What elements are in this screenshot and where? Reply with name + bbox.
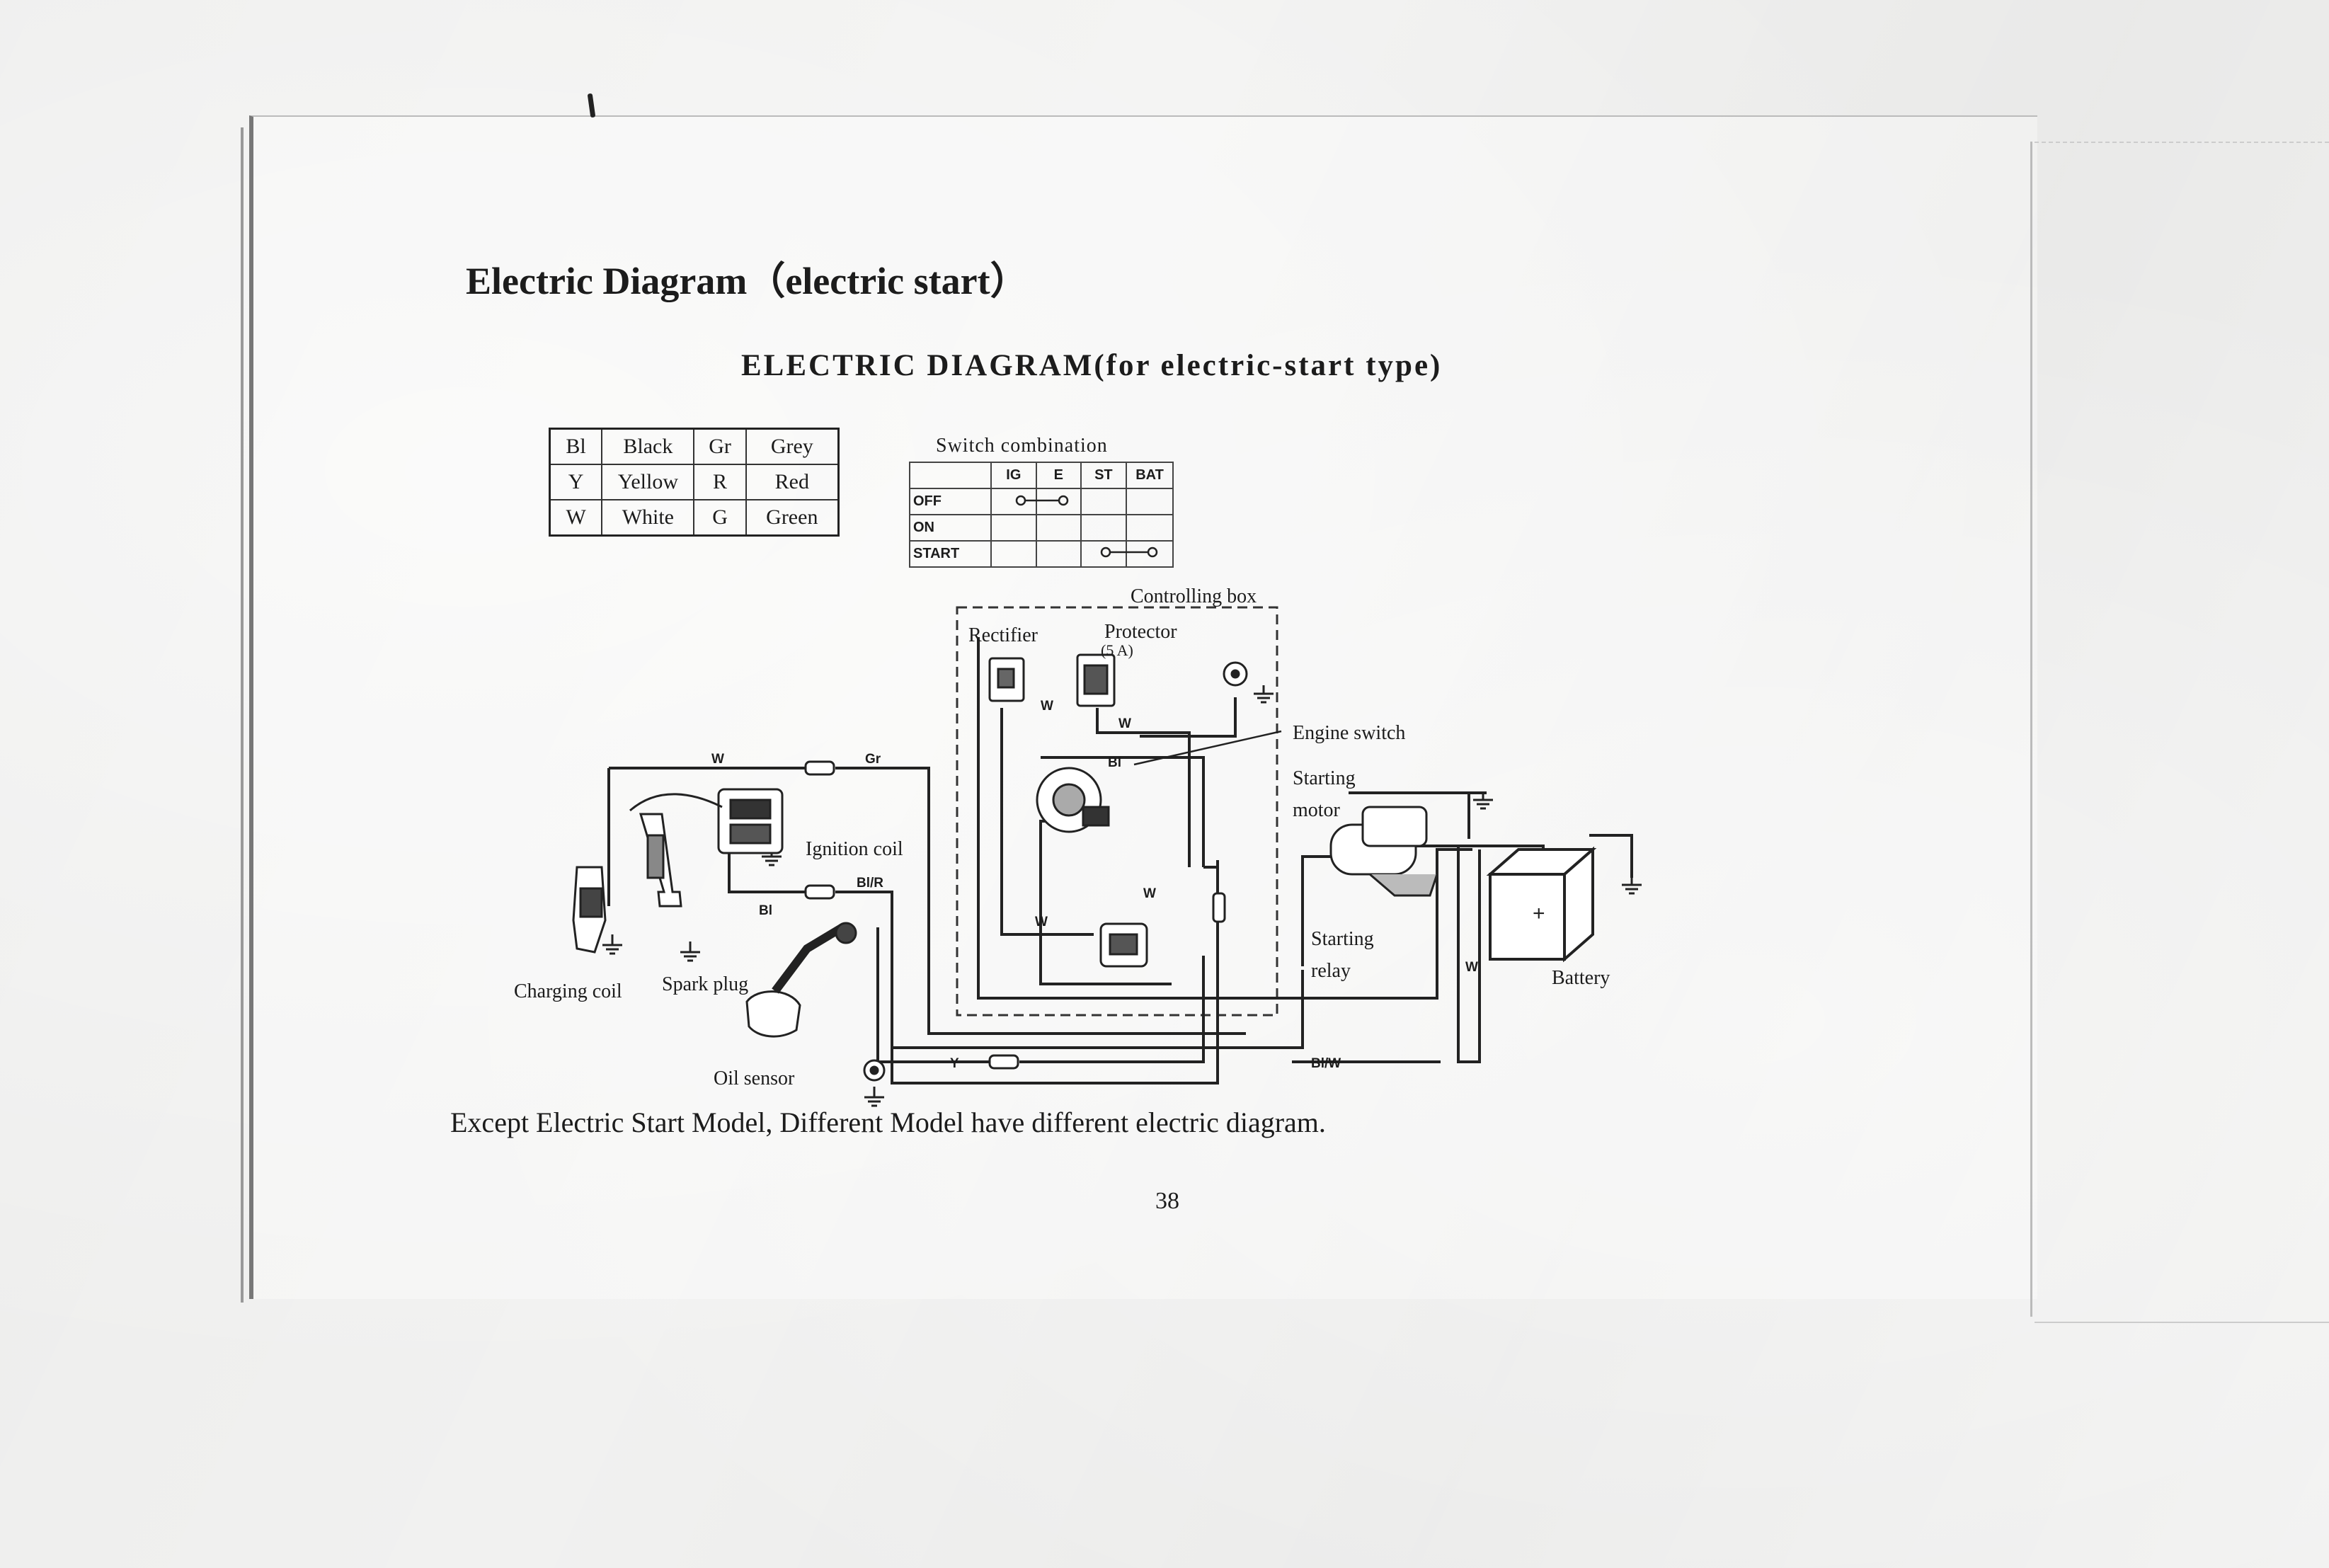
switch-cell [1126,540,1174,568]
wire-label: Gr [865,752,881,767]
charging-coil-icon [572,866,607,954]
legend-row: Y Yellow R Red [549,464,840,500]
wire-label: Bl/R [857,876,883,891]
switch-cell [990,488,1037,515]
switch-state-label: ON [909,514,992,542]
switch-cell [1126,488,1174,515]
legend-code: Y [549,464,603,500]
legend-color-name: Red [745,464,840,500]
spark-plug-label: Spark plug [662,973,748,995]
svg-text:+: + [1533,902,1545,925]
switch-cell [990,540,1037,568]
switch-header-blank [909,462,992,489]
switch-cell [990,514,1037,542]
starting-motor-label-2: motor [1293,799,1341,821]
switch-row: ON [909,514,1174,542]
wire-label: W [1118,716,1131,731]
rectifier-icon [988,657,1025,702]
wire-label: Bl [759,903,772,918]
wire-color-legend: Bl Black Gr Grey Y Yellow R Red W White … [549,428,840,537]
legend-code: G [693,499,747,537]
pointer-lines [1133,730,1282,766]
spark-plug-icon [629,793,723,908]
legend-color-name: Black [601,428,695,465]
legend-code: R [693,464,747,500]
wire-label: W [1035,915,1048,929]
legend-code: Bl [549,428,603,465]
starting-motor-label-1: Starting [1293,767,1356,789]
switch-combination-table: IG E ST BAT OFF ON START [909,462,1174,568]
legend-color-name: White [601,499,695,537]
wire-label: Bl [1108,755,1121,770]
switch-cell [1035,514,1082,542]
switch-state-label: START [909,540,992,568]
manual-page [249,115,2037,1299]
switch-cell [1080,488,1128,515]
switch-state-label: OFF [909,488,992,515]
ignition-coil-label: Ignition coil [806,838,903,860]
next-page-edge [2035,142,2329,1323]
wire-label: W [711,752,724,767]
switch-cell [1035,540,1082,568]
engine-switch-icon [1036,767,1110,833]
switch-col-header: BAT [1126,462,1174,489]
terminal-icon [1223,661,1248,687]
legend-color-name: Yellow [601,464,695,500]
starting-motor-icon [1329,806,1438,897]
ground-symbols [602,685,1642,1107]
protector-rating-label: (5 A) [1101,641,1133,659]
starting-relay-label-2: relay [1311,960,1351,982]
protector-icon [1076,653,1116,707]
legend-color-name: Grey [745,428,840,465]
starting-relay-icon [1099,922,1148,968]
legend-code: Gr [693,428,747,465]
legend-row: W White G Green [549,499,840,537]
engine-switch-label: Engine switch [1293,722,1405,744]
oil-sensor-icon [745,922,857,1038]
switch-combination-caption: Switch combination [936,435,1108,457]
controlling-box-label: Controlling box [1131,585,1257,607]
page-heading: Electric Diagram（electric start） [466,260,1029,302]
rectifier-label: Rectifier [968,624,1038,646]
switch-row: START [909,540,1174,568]
page-binding-edge [241,127,244,1303]
wire-label: Y [950,1056,959,1071]
switch-cell [1126,514,1174,542]
switch-start-link [1100,546,1158,558]
page-right-edge [2030,142,2032,1317]
switch-row: OFF [909,488,1174,515]
switch-header-row: IG E ST BAT [909,462,1174,489]
controlling-box-outline [956,606,1278,1017]
starting-relay-label-1: Starting [1311,928,1374,950]
wire-connectors [804,760,1226,1070]
oil-sensor-label: Oil sensor [714,1068,795,1089]
switch-col-header: ST [1080,462,1128,489]
ignition-coil-icon [717,788,784,854]
switch-off-link [1015,495,1069,506]
battery-label: Battery [1552,967,1610,989]
charging-coil-label: Charging coil [514,980,622,1002]
wire-label: W [1143,886,1156,901]
wire-label: W [1041,699,1053,714]
switch-cell [1080,540,1128,568]
wire-label: W [1465,960,1478,975]
switch-col-header: IG [990,462,1037,489]
oil-sensor-terminal-icon [863,1059,886,1082]
wire-harness [607,637,1633,1085]
wire-label: Bl/W [1311,1056,1341,1071]
diagram-title: ELECTRIC DIAGRAM(for electric-start type… [741,349,1443,382]
switch-col-header: E [1035,462,1082,489]
protector-label: Protector [1104,621,1177,643]
legend-color-name: Green [745,499,840,537]
legend-row: Bl Black Gr Grey [549,428,840,465]
footnote: Except Electric Start Model, Different M… [450,1106,1326,1138]
legend-code: W [549,499,603,537]
battery-icon: + [1486,846,1597,963]
switch-cell [1080,514,1128,542]
page-number: 38 [1155,1188,1179,1214]
